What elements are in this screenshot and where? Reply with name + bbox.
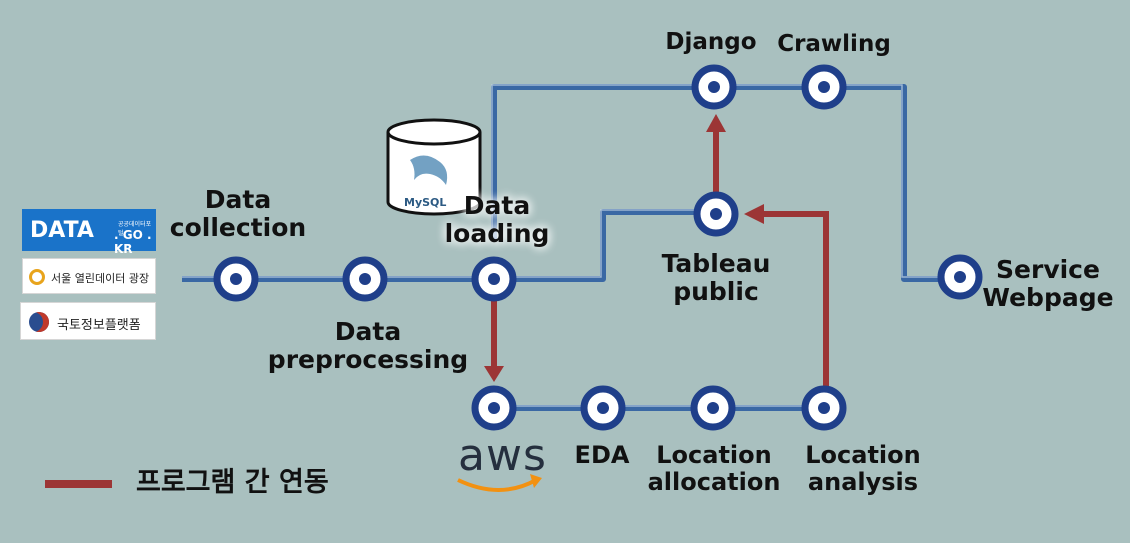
legend-label: 프로그램 간 연동 [136,467,329,498]
node-location-analysis [801,385,847,431]
seoul-open-data-logo: 서울 열린데이터 광장 [22,258,156,294]
label-location-analysis: Location analysis [805,441,921,496]
label-crawling: Crawling [777,31,891,57]
top-line [491,84,960,282]
node-service-webpage [937,254,983,300]
mysql-database-icon [386,118,482,216]
dolphin-icon [410,155,448,185]
node-tableau-public [693,191,739,237]
node-aws [471,385,517,431]
node-location-allocation [690,385,736,431]
national-platform-text: 국토정보플랫폼 [57,318,141,333]
label-service-webpage: Service Webpage [982,255,1114,312]
mysql-label: MySQL [404,196,447,209]
data-go-kr-logo: DATA 공공데이터포털 . GO . KR [22,209,156,256]
label-data-preprocessing: Data preprocessing [267,317,469,374]
data-go-kr-main-text: DATA [30,218,94,243]
aws-logo-icon [457,474,542,492]
globe-icon [29,312,49,332]
label-eda: EDA [574,441,630,469]
seoul-logo-icon [29,269,45,285]
label-data-collection: Data collection [169,185,307,242]
node-data-preprocessing [342,256,388,302]
node-data-collection [213,256,259,302]
node-crawling [801,64,847,110]
label-tableau-public: Tableau public [661,249,771,306]
seoul-open-data-text: 서울 열린데이터 광장 [51,272,150,285]
label-django: Django [665,29,757,55]
node-eda [580,385,626,431]
node-data-loading [471,256,517,302]
label-location-allocation: Location allocation [647,441,781,496]
data-go-kr-domain-text: . GO . KR [114,228,152,256]
main-line [182,209,716,282]
national-platform-logo: 국토정보플랫폼 [20,302,156,340]
aws-label: aws [458,430,547,481]
arrow-analysis-to-tableau [760,211,829,390]
data-go-kr-small-text: 공공데이터포털 [118,221,152,237]
label-data-loading: Data loading [444,191,550,248]
node-django [691,64,737,110]
